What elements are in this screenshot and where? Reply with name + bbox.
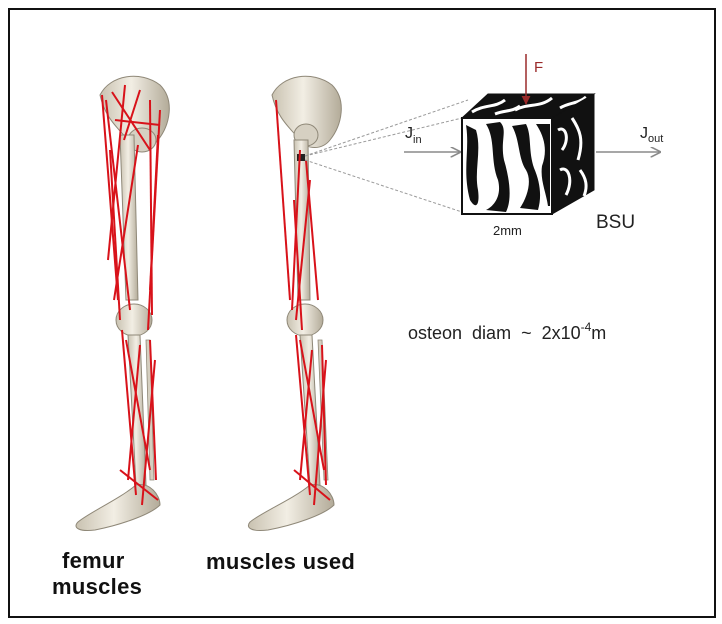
caption-femur-line1: femur [52,548,142,574]
bsu-size-label: 2mm [493,223,522,238]
bsu-cube [462,94,594,214]
middle-leg-skeleton [248,76,341,530]
bsu-label: BSU [596,212,635,233]
caption-muscles-used: muscles used [206,549,355,575]
caption-femur-line2: muscles [52,574,142,600]
bsu-location-marker [297,154,305,161]
force-label: F [534,59,543,76]
flux-out-label: Jout [640,125,663,145]
osteon-diameter-text: osteon diam ~ 2x10-4m [408,320,606,343]
left-tibia [128,335,146,485]
caption-femur-muscles: femur muscles [52,548,142,600]
